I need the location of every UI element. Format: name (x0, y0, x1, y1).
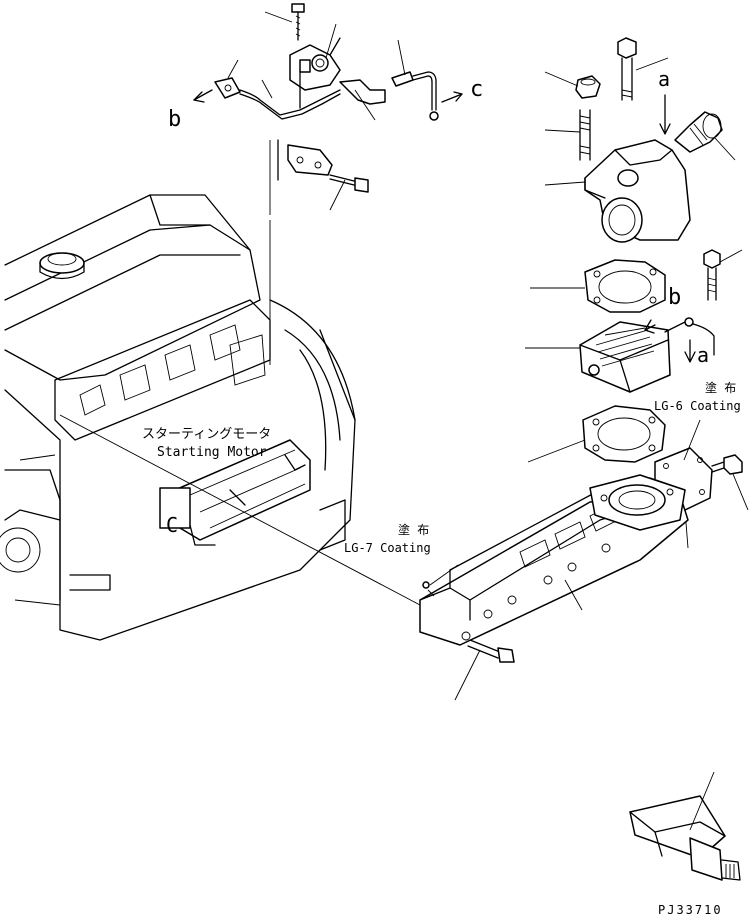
gasket-lower (527, 405, 666, 463)
starter-relay-harness (193, 3, 463, 365)
intake-heater (525, 249, 743, 393)
callout-b-right: b (668, 285, 681, 310)
label-lg7-jp: 塗 布 (398, 522, 429, 537)
callout-c-top: c (470, 77, 483, 102)
intake-manifold (419, 474, 689, 701)
guide-line-manifold (59, 414, 421, 606)
heater-tool (629, 771, 741, 881)
callout-c-motor: C (166, 513, 178, 537)
callout-a-top: a (658, 67, 670, 91)
engine-block (0, 194, 356, 641)
callout-b-left: b (168, 107, 181, 132)
callout-a-lower: a (697, 343, 709, 367)
label-lg7-en: LG-7 Coating (344, 541, 431, 555)
label-starting-motor-en: Starting Motor (157, 445, 267, 460)
intake-elbow-assembly (544, 37, 736, 243)
gasket-upper (530, 259, 666, 313)
label-lg6-en: LG-6 Coating (654, 399, 741, 413)
drawing-number: PJ33710 (658, 903, 723, 917)
label-lg6-jp: 塗 布 (705, 380, 736, 395)
label-starting-motor-jp: スターティングモータ (142, 427, 271, 442)
